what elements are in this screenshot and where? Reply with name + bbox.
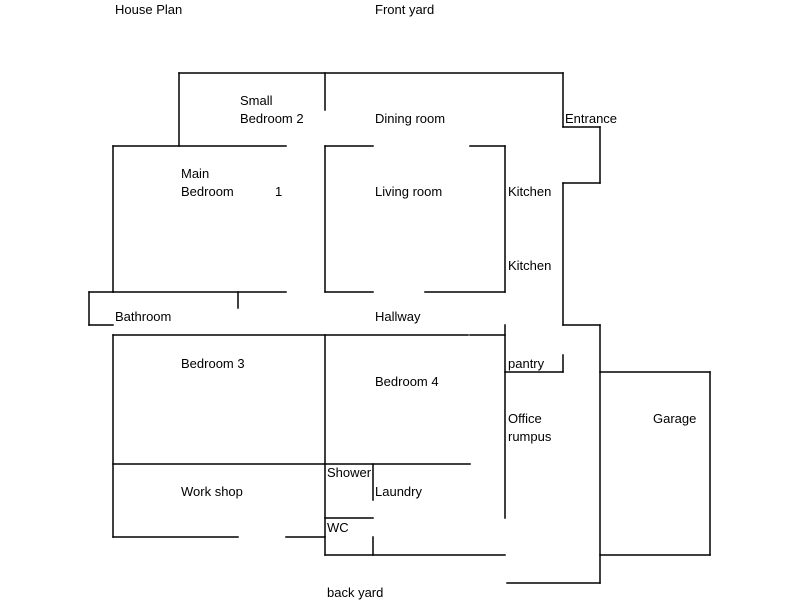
- front-yard-label: Front yard: [375, 2, 434, 17]
- kitchen-label-upper: Kitchen: [508, 184, 551, 199]
- office-label-line2: rumpus: [508, 429, 552, 444]
- entrance-label: Entrance: [565, 111, 617, 126]
- small-bedroom-label-line2: Bedroom 2: [240, 111, 304, 126]
- walls: [88, 72, 711, 584]
- bedroom-3-label: Bedroom 3: [181, 356, 245, 371]
- laundry-label: Laundry: [375, 484, 422, 499]
- labels: House Plan Front yard back yard Small Be…: [115, 2, 696, 600]
- hallway-label: Hallway: [375, 309, 421, 324]
- kitchen-label-lower: Kitchen: [508, 258, 551, 273]
- main-bedroom-label-line1: Main: [181, 166, 209, 181]
- bathroom-label: Bathroom: [115, 309, 171, 324]
- dining-room-label: Dining room: [375, 111, 445, 126]
- workshop-label: Work shop: [181, 484, 243, 499]
- wc-label: WC: [327, 520, 349, 535]
- living-room-label: Living room: [375, 184, 442, 199]
- garage-label: Garage: [653, 411, 696, 426]
- pantry-label: pantry: [508, 356, 545, 371]
- bedroom-4-label: Bedroom 4: [375, 374, 439, 389]
- plan-title: House Plan: [115, 2, 182, 17]
- back-yard-label: back yard: [327, 585, 383, 600]
- shower-label: Shower: [327, 465, 372, 480]
- small-bedroom-label-line1: Small: [240, 93, 273, 108]
- main-bedroom-number: 1: [275, 184, 282, 199]
- main-bedroom-label-line2: Bedroom: [181, 184, 234, 199]
- office-label-line1: Office: [508, 411, 542, 426]
